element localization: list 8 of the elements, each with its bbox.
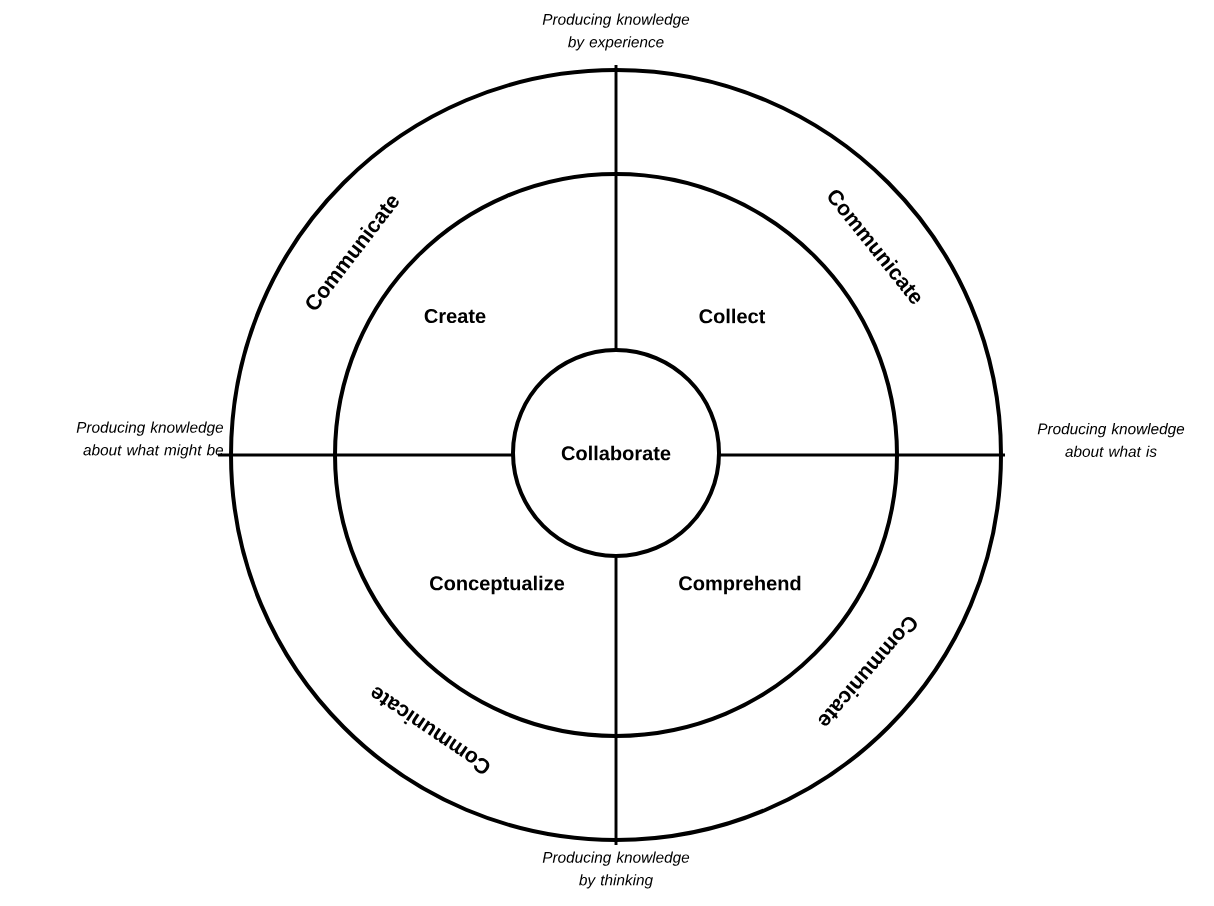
quadrant-label: Create — [424, 308, 486, 324]
quadrant-label: Collect — [699, 308, 766, 324]
axis-label: Producing knowledge by experience — [542, 13, 690, 51]
quadrant-label: Comprehend — [679, 575, 801, 595]
axis-label: Producing knowledge about what is — [1037, 423, 1185, 457]
axis-label: Producing knowledge by thinking — [542, 851, 690, 889]
quadrant-label: Conceptualize — [430, 575, 565, 595]
axis-label: Producing knowledge about what might be — [76, 421, 224, 459]
